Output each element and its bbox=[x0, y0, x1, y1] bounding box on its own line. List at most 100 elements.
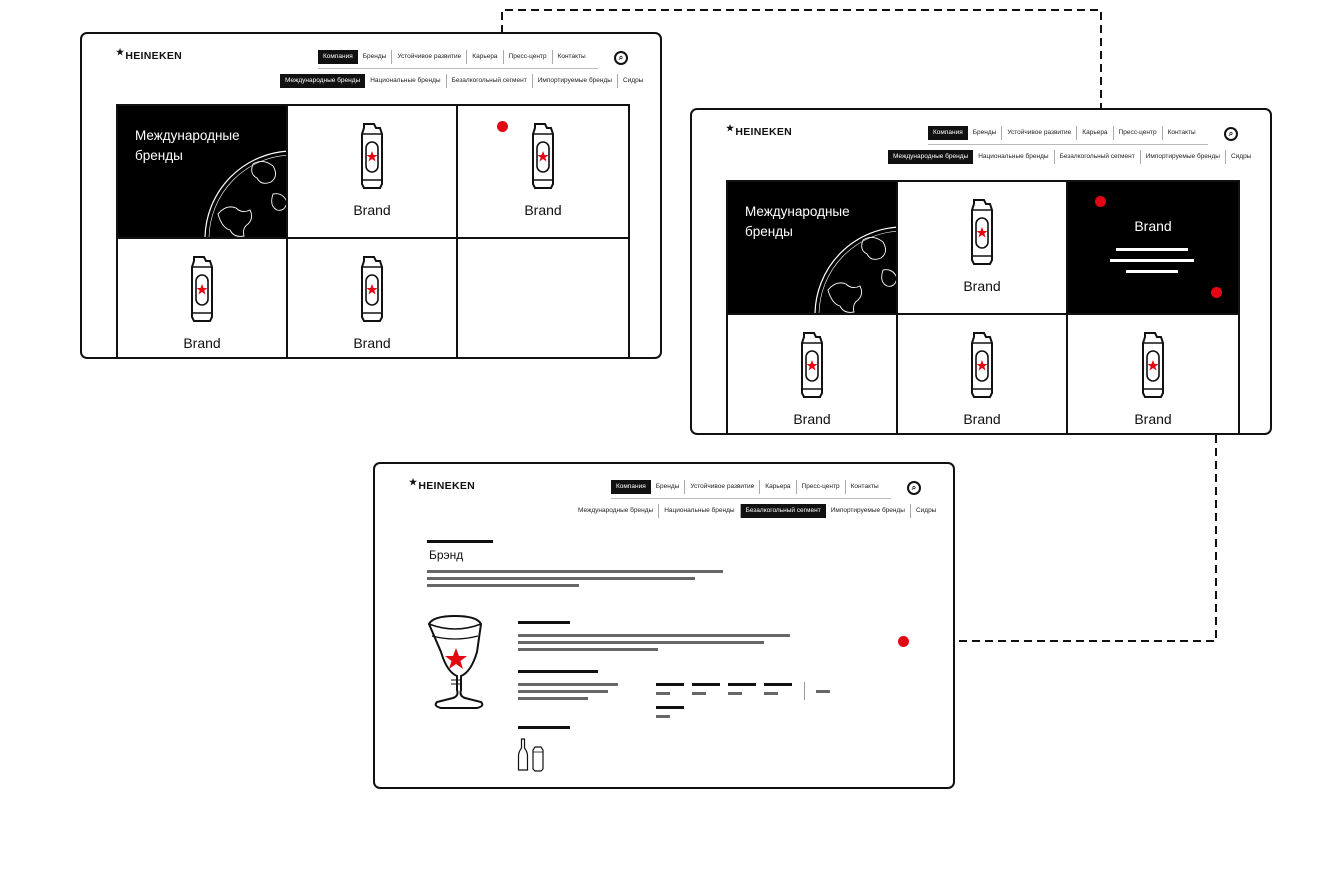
frame-brands-list: ★HEINEKEN Компания Бренды Устойчивое раз… bbox=[80, 32, 662, 359]
can-icon bbox=[532, 123, 554, 189]
search-icon[interactable]: ⌕ bbox=[907, 481, 921, 495]
spec-label-bar bbox=[656, 683, 684, 686]
brand-tile[interactable]: Brand bbox=[458, 106, 628, 239]
subnav-item-imported[interactable]: Импортируемые бренды bbox=[533, 74, 618, 88]
brand-detail-title: Брэнд bbox=[429, 548, 464, 562]
title-accent-bar bbox=[427, 540, 493, 543]
description-line bbox=[1116, 248, 1188, 251]
beer-glass-icon bbox=[427, 614, 484, 709]
brand-tile[interactable]: Brand bbox=[288, 239, 458, 357]
subnav-item-non-alcoholic[interactable]: Безалкогольный сегмент bbox=[447, 74, 533, 88]
nav-item-company[interactable]: Компания bbox=[928, 126, 968, 140]
search-icon[interactable]: ⌕ bbox=[614, 51, 628, 65]
subnav-item-ciders[interactable]: Сидры bbox=[915, 507, 937, 514]
feature-title: Международные бренды bbox=[135, 128, 240, 163]
intro-text-line bbox=[427, 584, 579, 587]
brand-label: Brand bbox=[963, 411, 1001, 427]
spec-value-bar bbox=[816, 690, 830, 693]
nav-item-brands[interactable]: Бренды bbox=[651, 480, 686, 494]
nav-item-contacts[interactable]: Контакты bbox=[850, 483, 879, 490]
can-icon bbox=[191, 256, 213, 322]
logo[interactable]: ★HEINEKEN bbox=[726, 123, 793, 138]
nav-item-brands[interactable]: Бренды bbox=[968, 126, 1003, 140]
nav-item-company[interactable]: Компания bbox=[611, 480, 651, 494]
nav-item-contacts[interactable]: Контакты bbox=[1167, 129, 1196, 136]
section-text-line bbox=[518, 690, 608, 693]
nav-item-company[interactable]: Компания bbox=[318, 50, 358, 64]
brand-label: Brand bbox=[353, 202, 391, 218]
frame-brands-hover: ★HEINEKEN Компания Бренды Устойчивое раз… bbox=[690, 108, 1272, 435]
feature-tile[interactable]: Международные бренды bbox=[118, 106, 288, 239]
subnav-item-national[interactable]: Национальные бренды bbox=[973, 150, 1055, 164]
section-heading-bar bbox=[518, 670, 598, 673]
nav-item-career[interactable]: Карьера bbox=[1077, 126, 1114, 140]
globe-icon bbox=[204, 150, 286, 237]
spec-value-bar bbox=[656, 715, 670, 718]
brand-label: Brand bbox=[963, 278, 1001, 294]
subnav-item-ciders[interactable]: Сидры bbox=[622, 77, 644, 84]
subnav-item-non-alcoholic[interactable]: Безалкогольный сегмент bbox=[740, 504, 826, 518]
nav-item-sustainability[interactable]: Устойчивое развитие bbox=[392, 50, 468, 64]
hotspot-dot[interactable] bbox=[898, 636, 909, 647]
frame-brand-detail: ★HEINEKEN Компания Бренды Устойчивое раз… bbox=[373, 462, 955, 789]
nav-item-sustainability[interactable]: Устойчивое развитие bbox=[1002, 126, 1078, 140]
hotspot-dot[interactable] bbox=[497, 121, 508, 132]
nav-item-press[interactable]: Пресс-центр bbox=[797, 480, 846, 494]
subnav-item-non-alcoholic[interactable]: Безалкогольный сегмент bbox=[1055, 150, 1141, 164]
nav-item-career[interactable]: Карьера bbox=[760, 480, 797, 494]
brand-tile[interactable]: Brand bbox=[898, 315, 1068, 433]
intro-text-line bbox=[427, 570, 723, 573]
brand-tile[interactable]: Brand bbox=[728, 315, 898, 433]
can-icon bbox=[801, 332, 823, 398]
subnav-item-imported[interactable]: Импортируемые бренды bbox=[826, 504, 911, 518]
nav-item-press[interactable]: Пресс-центр bbox=[504, 50, 553, 64]
spec-value-bar bbox=[656, 692, 670, 695]
nav-divider bbox=[928, 144, 1208, 145]
brand-grid: Международные бренды Brand Brand Brand B bbox=[116, 104, 630, 357]
nav-item-career[interactable]: Карьера bbox=[467, 50, 504, 64]
logo[interactable]: ★HEINEKEN bbox=[116, 47, 183, 62]
feature-tile[interactable]: Международные бренды bbox=[728, 182, 898, 315]
can-icon bbox=[532, 746, 544, 772]
nav-item-brands[interactable]: Бренды bbox=[358, 50, 393, 64]
spec-value-bar bbox=[728, 692, 742, 695]
section-text-line bbox=[518, 648, 658, 651]
sub-nav: Международные бренды Национальные бренды… bbox=[888, 150, 1256, 164]
subnav-item-international[interactable]: Международные бренды bbox=[888, 150, 974, 164]
spec-label-bar bbox=[764, 683, 792, 686]
nav-divider bbox=[611, 498, 891, 499]
logo[interactable]: ★HEINEKEN bbox=[409, 477, 476, 492]
brand-label: Brand bbox=[353, 335, 391, 351]
brand-tile[interactable]: Brand bbox=[898, 182, 1068, 315]
nav-item-sustainability[interactable]: Устойчивое развитие bbox=[685, 480, 761, 494]
feature-title: Международные бренды bbox=[745, 204, 850, 239]
brand-tile-hover[interactable]: Brand bbox=[1068, 182, 1238, 315]
bottle-icon bbox=[517, 738, 529, 771]
hotspot-dot[interactable] bbox=[1211, 287, 1222, 298]
subnav-item-international[interactable]: Международные бренды bbox=[280, 74, 366, 88]
search-icon[interactable]: ⌕ bbox=[1224, 127, 1238, 141]
spec-value-bar bbox=[692, 692, 706, 695]
brand-tile[interactable]: Brand bbox=[118, 239, 288, 357]
hotspot-dot[interactable] bbox=[1095, 196, 1106, 207]
subnav-item-international[interactable]: Международные бренды bbox=[573, 504, 660, 518]
brand-grid: Международные бренды Brand Brand Brand bbox=[726, 180, 1240, 433]
main-nav: Компания Бренды Устойчивое развитие Карь… bbox=[318, 50, 591, 64]
nav-item-contacts[interactable]: Контакты bbox=[557, 53, 586, 60]
section-text-line bbox=[518, 683, 618, 686]
brand-tile[interactable]: Brand bbox=[1068, 315, 1238, 433]
star-icon: ★ bbox=[726, 123, 735, 133]
description-line bbox=[1110, 259, 1194, 262]
brand-label: Brand bbox=[793, 411, 831, 427]
star-icon: ★ bbox=[116, 47, 125, 57]
brand-tile[interactable]: Brand bbox=[288, 106, 458, 239]
sub-nav: Международные бренды Национальные бренды… bbox=[573, 504, 941, 518]
section-text-line bbox=[518, 634, 790, 637]
subnav-item-national[interactable]: Национальные бренды bbox=[659, 504, 741, 518]
nav-item-press[interactable]: Пресс-центр bbox=[1114, 126, 1163, 140]
subnav-item-national[interactable]: Национальные бренды bbox=[365, 74, 447, 88]
subnav-item-imported[interactable]: Импортируемые бренды bbox=[1141, 150, 1226, 164]
can-icon bbox=[971, 332, 993, 398]
sub-nav: Международные бренды Национальные бренды… bbox=[280, 74, 648, 88]
subnav-item-ciders[interactable]: Сидры bbox=[1230, 153, 1252, 160]
